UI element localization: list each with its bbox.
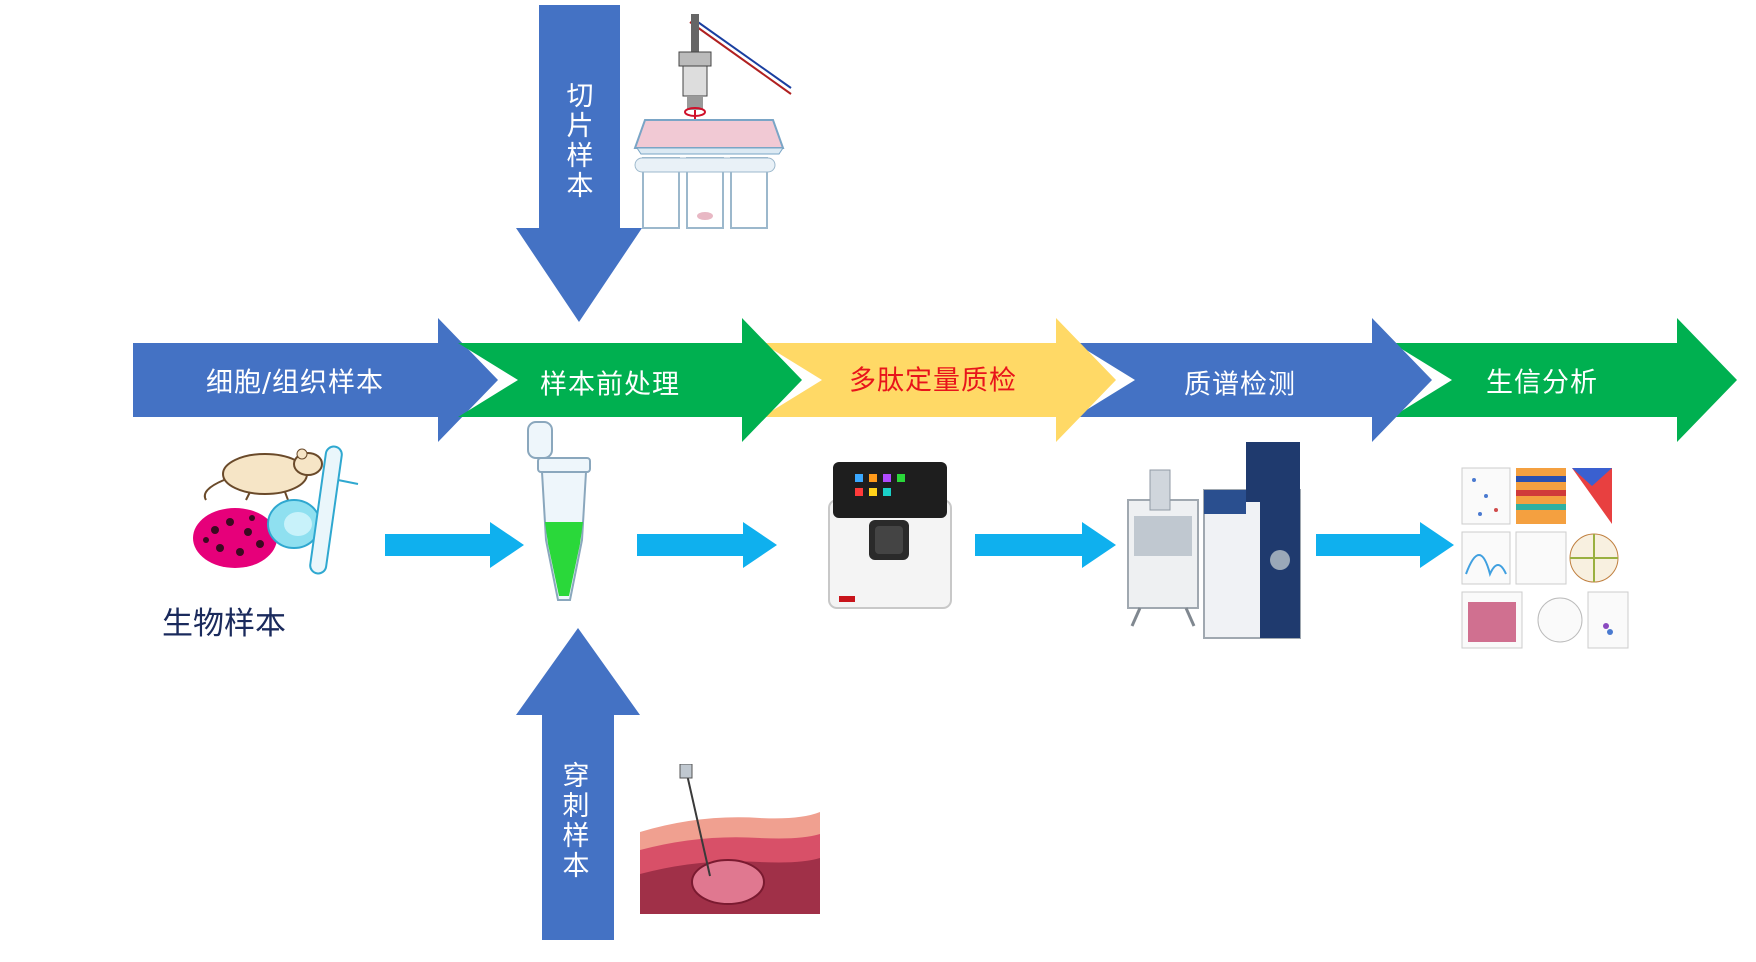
stage-arrow-5 [1392,318,1737,442]
cell-dish-icon [267,499,321,549]
stage-arrow-1 [133,318,498,442]
mass-spectrometer-icon [1127,442,1301,639]
bioinformatics-charts-icon [1461,467,1629,649]
input-arrow-top [516,5,642,322]
mouse-icon [203,448,323,501]
flow-arrow-2 [637,522,777,568]
stage-label-3: 多肽定量质检 [849,365,1017,397]
stage-arrow-2 [458,318,802,442]
stage-arrow-4 [1075,318,1432,442]
needle-biopsy-icon [640,764,820,914]
flow-arrow-1 [385,522,524,568]
tissue-icon [193,508,277,568]
stage-label-2: 样本前处理 [540,369,680,401]
microscope-slide-icon [633,14,792,229]
stage-label-4: 质谱检测 [1184,369,1296,401]
test-tube-icon [309,445,359,575]
input-label-bottom: 穿刺样本 [562,761,590,882]
flow-arrow-4 [1316,522,1454,568]
stage-label-5: 生信分析 [1486,367,1598,399]
microtube-icon [527,421,591,601]
peptide-analyzer-icon [828,462,952,609]
flow-arrow-3 [975,522,1116,568]
bio-sample-cluster [193,445,359,575]
input-label-top: 切片样本 [566,81,594,202]
bio-sample-label: 生物样本 [162,606,286,642]
input-arrow-bottom [516,628,640,940]
stage-arrow-3 [762,318,1116,442]
stage-label-1: 细胞/组织样本 [205,367,385,399]
